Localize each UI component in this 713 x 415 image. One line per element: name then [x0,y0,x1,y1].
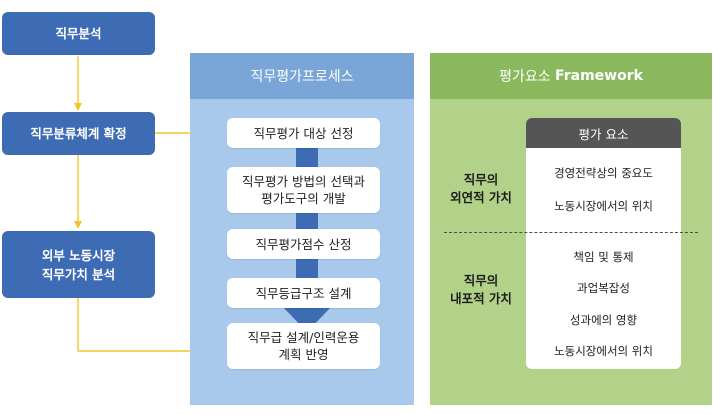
factor-item: 성과에의 영향 [569,313,638,327]
step-job-classification: 직무분류체계 확정 [2,112,155,155]
process-title: 직무평가프로세스 [190,53,414,99]
factor-item: 책임 및 통제 [573,250,634,264]
framework-title: 평가요소 Framework [430,53,712,99]
factors-header: 평가 요소 [526,118,681,148]
step-job-analysis: 직무분석 [2,12,155,55]
group-divider [444,232,698,233]
process-step-5: 직무급 설계/인력운용 계획 반영 [227,323,380,369]
factor-item: 노동시장에서의 위치 [554,199,653,213]
process-arrow-head [282,306,332,332]
step-external-market-analysis: 외부 노동시장 직무가치 분석 [2,231,155,298]
group-label-external: 직무의 외연적 가치 [450,172,512,205]
process-step-1: 직무평가 대상 선정 [227,118,380,148]
factor-item: 경영전략상의 중요도 [554,166,653,180]
factor-item: 노동시장에서의 위치 [554,344,653,358]
framework-title-bold: Framework [555,68,643,84]
arrow-market-to-reflection [77,298,227,355]
process-step-4: 직무등급구조 설계 [227,278,380,308]
factor-item: 과업복잡성 [577,281,630,295]
process-step-2: 직무평가 방법의 선택과 평가도구의 개발 [227,167,380,213]
process-step-3: 직무평가점수 산정 [227,229,380,259]
factors-card [526,118,681,369]
framework-title-prefix: 평가요소 [499,69,556,85]
group-label-internal: 직무의 내포적 가치 [450,273,512,306]
